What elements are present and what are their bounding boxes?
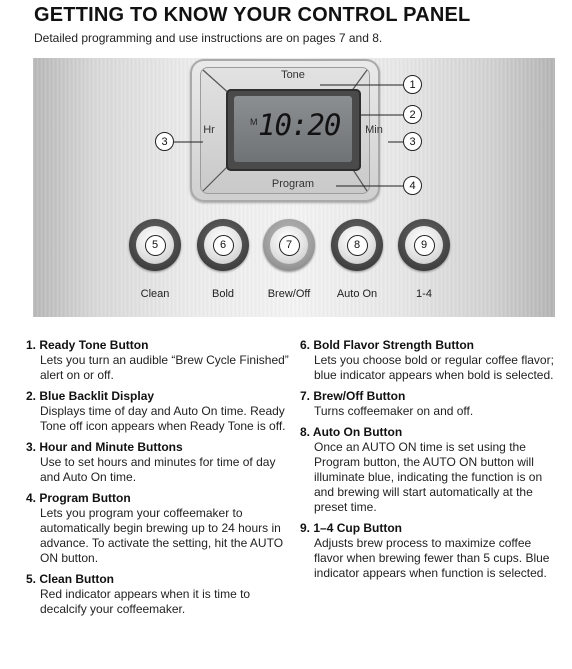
bold-button[interactable]: 6: [197, 219, 249, 271]
auto-on-button[interactable]: 8: [331, 219, 383, 271]
callout-bold: 6: [212, 234, 234, 256]
bold-button-label: Bold: [211, 288, 235, 300]
instruction-item: 5. Clean Button Red indicator appears wh…: [26, 572, 251, 616]
page-title: GETTING TO KNOW YOUR CONTROL PANEL: [34, 4, 471, 26]
instruction-item: 7. Brew/Off Button Turns coffeemaker on …: [300, 389, 474, 418]
callout-one-four-cup: 9: [413, 234, 435, 256]
callout-display: 2: [403, 105, 422, 124]
callout-tone: 1: [403, 75, 422, 94]
callout-brew-off: 7: [278, 234, 300, 256]
page-subtitle: Detailed programming and use instruction…: [34, 31, 383, 45]
one-four-cup-button-label: 1-4: [416, 288, 432, 300]
callout-program: 4: [403, 176, 422, 195]
instruction-item: 2. Blue Backlit Display Displays time of…: [26, 389, 286, 433]
hour-button-label[interactable]: Hr: [203, 124, 215, 136]
instruction-item: 3. Hour and Minute Buttons Use to set ho…: [26, 440, 276, 484]
auto-on-button-label: Auto On: [336, 288, 378, 300]
instruction-item: 4. Program Button Lets you program your …: [26, 491, 284, 565]
instruction-item: 9. 1–4 Cup Button Adjusts brew process t…: [300, 521, 550, 580]
instruction-item: 6. Bold Flavor Strength Button Lets you …: [300, 338, 554, 382]
instruction-item: 1. Ready Tone Button Lets you turn an au…: [26, 338, 289, 382]
one-four-cup-button[interactable]: 9: [398, 219, 450, 271]
backlit-display: [234, 96, 352, 162]
callout-minute: 3: [403, 132, 422, 151]
instruction-item: 8. Auto On Button Once an AUTO ON time i…: [300, 425, 543, 514]
callout-auto-on: 8: [346, 234, 368, 256]
brew-off-button-label: Brew/Off: [267, 288, 311, 300]
clean-button[interactable]: 5: [129, 219, 181, 271]
brew-off-button[interactable]: 7: [263, 219, 315, 271]
clean-button-label: Clean: [140, 288, 170, 300]
instructions-left-column: 1. Ready Tone Button Lets you turn an au…: [26, 338, 296, 623]
display-time: 10:20: [258, 108, 341, 142]
callout-clean: 5: [144, 234, 166, 256]
callout-hour: 3: [155, 132, 174, 151]
instructions-right-column: 6. Bold Flavor Strength Button Lets you …: [300, 338, 562, 587]
minute-button-label[interactable]: Min: [365, 124, 383, 136]
display-indicator: M: [250, 117, 258, 127]
program-button-label[interactable]: Program: [271, 178, 315, 190]
tone-button-label[interactable]: Tone: [281, 69, 305, 81]
